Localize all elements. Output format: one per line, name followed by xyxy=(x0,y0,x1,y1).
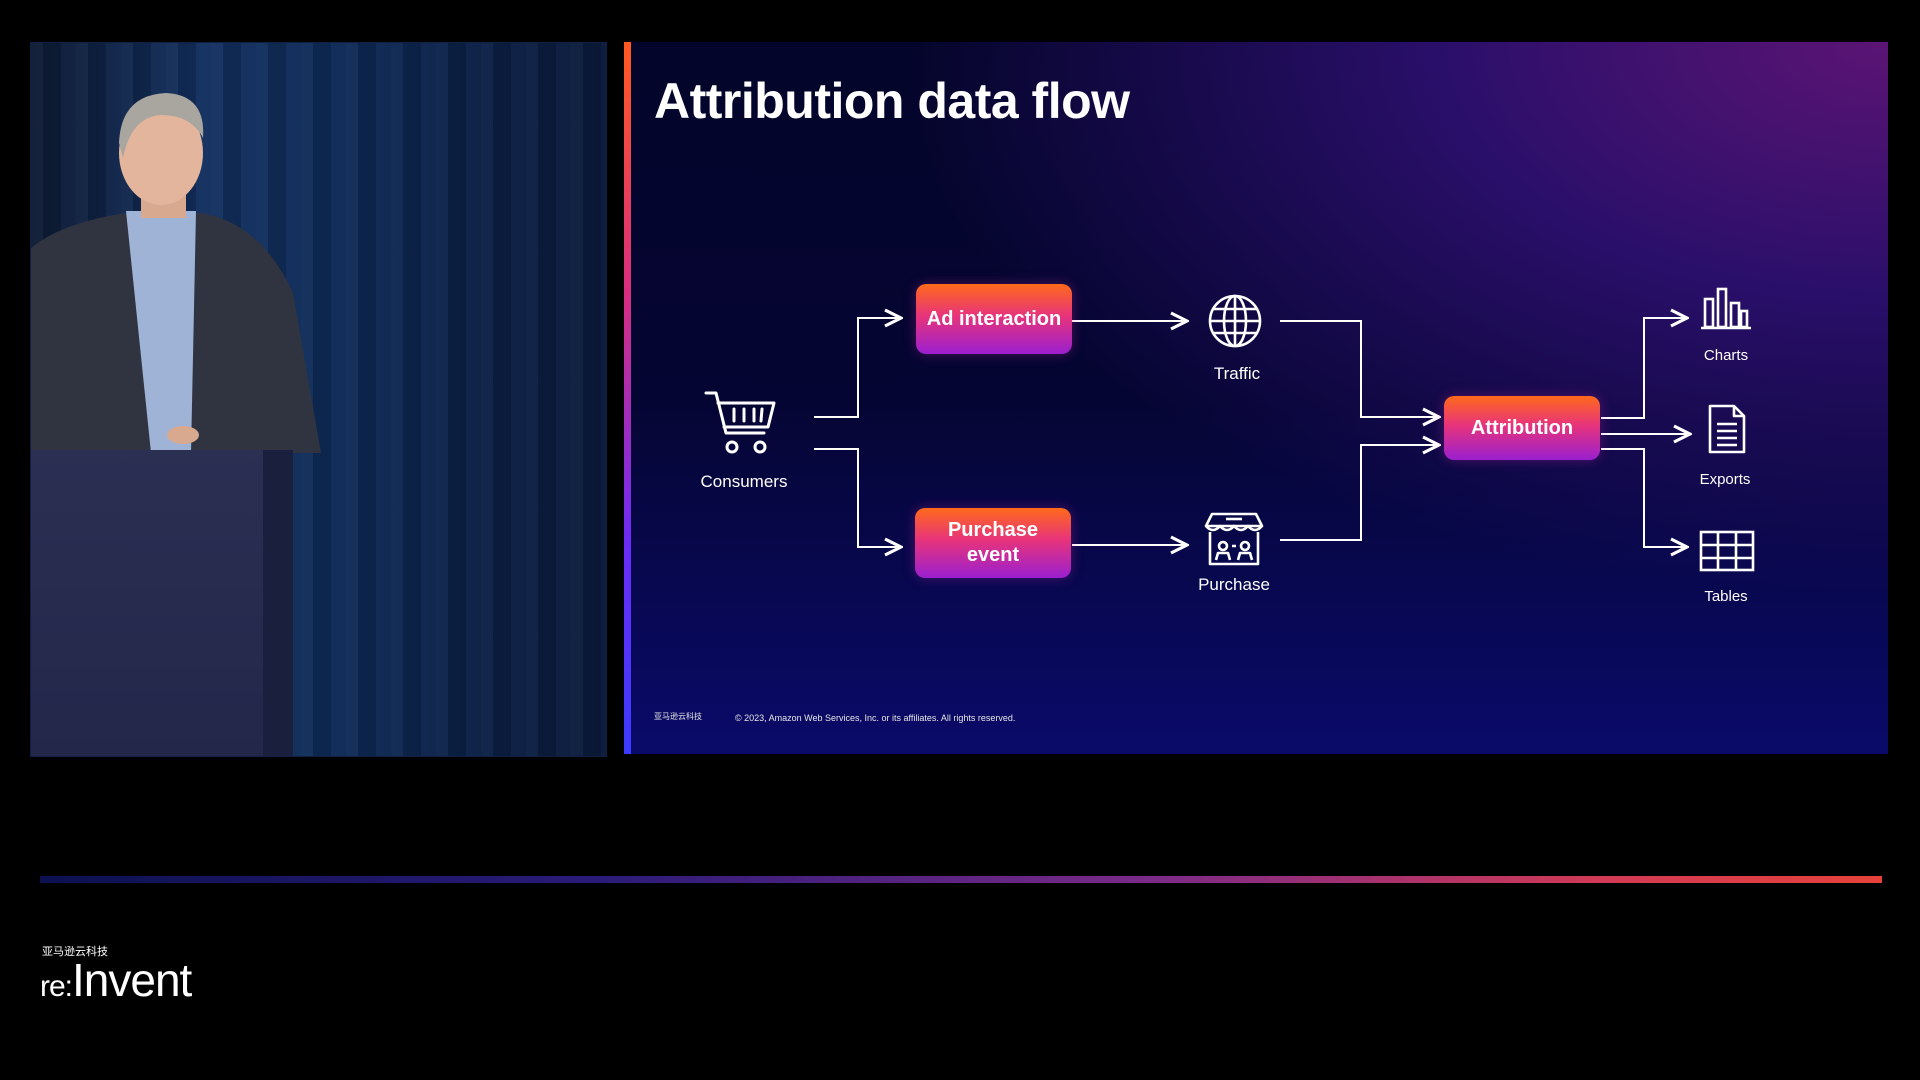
charts-label: Charts xyxy=(1703,347,1749,364)
reinvent-prefix: re: xyxy=(40,970,73,1003)
speaker-video xyxy=(30,42,607,757)
exports-label: Exports xyxy=(1699,471,1751,488)
purchase-event-box: Purchase event xyxy=(915,508,1071,578)
brand-cn-name: 亚马逊云科技 xyxy=(42,946,108,958)
slide-footer-logo: 亚马逊云科技 xyxy=(654,712,702,721)
reinvent-logo: re:Invent xyxy=(40,953,192,1007)
flow-connectors xyxy=(814,42,1888,754)
tables-label: Tables xyxy=(1704,588,1748,605)
gradient-divider xyxy=(40,876,1882,883)
purchase-label: Purchase xyxy=(1198,575,1270,594)
slide-accent-bar xyxy=(624,42,631,754)
presentation-slide: Attribution data flow xyxy=(624,42,1888,754)
slide-title: Attribution data flow xyxy=(654,73,1130,129)
attribution-box: Attribution xyxy=(1444,396,1600,460)
bar-chart-icon xyxy=(1701,287,1751,330)
podium xyxy=(31,450,263,756)
table-icon xyxy=(1699,530,1755,572)
shopping-cart-icon xyxy=(704,391,776,454)
document-icon xyxy=(1708,404,1746,454)
copyright-notice: © 2023, Amazon Web Services, Inc. or its… xyxy=(735,713,1016,723)
speaker-figure xyxy=(31,93,321,453)
globe-icon xyxy=(1208,294,1262,348)
ad-interaction-box: Ad interaction xyxy=(916,284,1072,354)
consumers-label: Consumers xyxy=(700,472,788,491)
podium-edge xyxy=(263,450,293,756)
traffic-label: Traffic xyxy=(1213,364,1261,383)
storefront-icon xyxy=(1204,512,1264,566)
reinvent-name: Invent xyxy=(72,954,192,1006)
